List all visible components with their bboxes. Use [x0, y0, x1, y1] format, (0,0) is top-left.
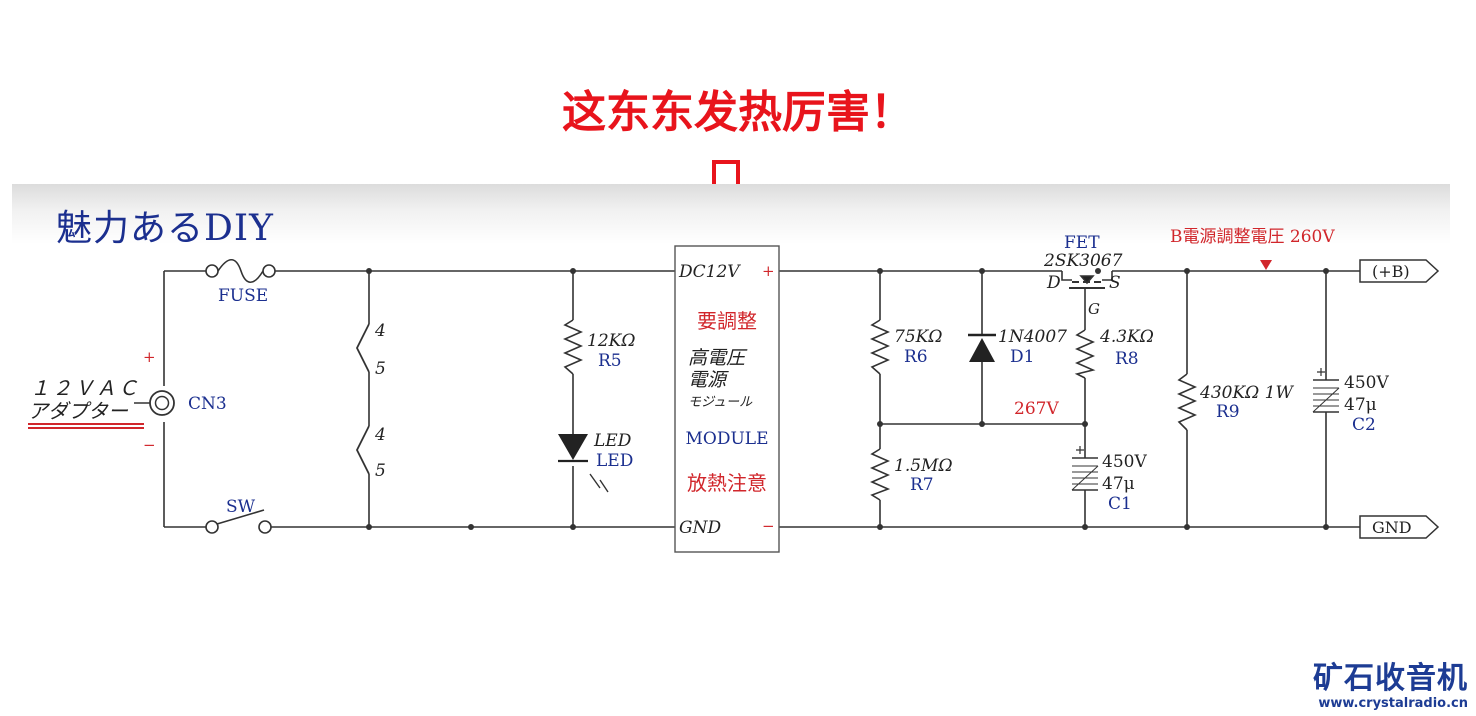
thermal-protector-1 [355, 323, 370, 373]
led-symbol [558, 434, 609, 493]
capacitor-c1 [1071, 446, 1099, 491]
resistor-r9 [1177, 373, 1197, 431]
switch-label: SW [226, 497, 256, 517]
c1-capacitance: 47μ [1102, 474, 1135, 494]
c2-voltage: 450V [1344, 373, 1389, 393]
r6-value: 75KΩ [894, 327, 942, 347]
output-b-terminal [1359, 259, 1440, 283]
input-adapter-label: アダプター [28, 399, 129, 423]
module-minus-label: − [762, 517, 775, 535]
module-name: MODULE [686, 429, 769, 449]
brand-url: www.crystalradio.cn [1318, 696, 1468, 711]
c1-ref: C1 [1108, 494, 1132, 514]
c2-capacitance: 47μ [1344, 395, 1377, 415]
module-adjust-note: 要調整 [697, 309, 757, 333]
output-gnd-terminal [1359, 515, 1440, 539]
adapter-underline [28, 423, 144, 429]
input-minus-label: − [143, 436, 156, 454]
d1-ref: D1 [1010, 347, 1034, 367]
mosfet-fet [1061, 271, 1113, 324]
fet-label: FET [1064, 233, 1100, 253]
connector-label: CN3 [188, 394, 227, 414]
r9-value: 430KΩ 1W [1199, 383, 1294, 403]
r7-ref: R7 [910, 475, 934, 495]
fet-gate-label: G [1088, 300, 1100, 318]
module-desc-line1: 高電圧 [688, 347, 748, 369]
r9-ref: R9 [1216, 402, 1240, 422]
watermark-logo: 矿石收音机 www.crystalradio.cn [1313, 662, 1468, 712]
circuit-schematic: 魅力あるDIY + − CN3 １２ＶＡＣ アダプター FUSE SW 4 5 … [28, 208, 1440, 553]
thermal-pin-label: 5 [375, 359, 386, 379]
fet-source-label: S [1109, 273, 1121, 293]
d1-value: 1N4007 [998, 327, 1067, 347]
fuse-label: FUSE [218, 286, 268, 306]
input-voltage-label: １２ＶＡＣ [30, 376, 140, 400]
b-supply-voltage-label: B電源調整電圧 260V [1170, 227, 1335, 247]
input-connector-cn3 [134, 390, 175, 416]
switch-symbol [205, 509, 272, 534]
thermal-pin-label: 4 [374, 321, 386, 341]
thermal-pin-label: 4 [374, 425, 386, 445]
voltage-marker-icon [1260, 260, 1272, 270]
module-desc-line3: モジュール [688, 395, 753, 410]
led-value: LED [593, 431, 632, 451]
c2-ref: C2 [1352, 415, 1376, 435]
r7-value: 1.5MΩ [894, 456, 953, 476]
annotation-title: 这东东发热厉害！ [562, 87, 914, 138]
r8-ref: R8 [1115, 349, 1139, 369]
node-voltage-label: 267V [1014, 399, 1059, 419]
input-plus-label: + [143, 348, 156, 366]
r5-ref: R5 [598, 351, 622, 371]
module-in-pin: DC12V [678, 262, 741, 282]
hv-module-box [674, 245, 780, 553]
fet-part: 2SK3067 [1043, 251, 1123, 271]
r8-value: 4.3KΩ [1099, 327, 1154, 347]
fet-drain-label: D [1046, 273, 1061, 293]
resistor-r8 [1074, 329, 1096, 379]
module-desc-line2: 電源 [688, 369, 729, 391]
resistor-r5 [563, 319, 583, 375]
diode-d1 [968, 333, 996, 362]
diagram-title: 魅力あるDIY [56, 208, 274, 249]
resistor-r6 [870, 319, 890, 375]
brand-name: 矿石收音机 [1313, 661, 1468, 696]
output-gnd-label: GND [1372, 518, 1412, 537]
fuse-symbol [205, 258, 276, 284]
thermal-protector-2 [355, 425, 370, 475]
thermal-pin-label: 5 [375, 461, 386, 481]
module-heat-note: 放熱注意 [687, 471, 767, 495]
module-gnd-pin: GND [679, 518, 721, 538]
capacitor-c2 [1312, 368, 1340, 413]
r6-ref: R6 [904, 347, 928, 367]
output-b-label: (+B) [1372, 262, 1410, 281]
c1-voltage: 450V [1102, 452, 1147, 472]
resistor-r7 [870, 448, 891, 501]
r5-value: 12KΩ [587, 331, 635, 351]
schematic-panel: 魅力あるDIY + − CN3 １２ＶＡＣ アダプター FUSE SW 4 5 … [12, 184, 1450, 604]
module-plus-label: + [762, 262, 775, 280]
led-ref: LED [596, 451, 633, 471]
